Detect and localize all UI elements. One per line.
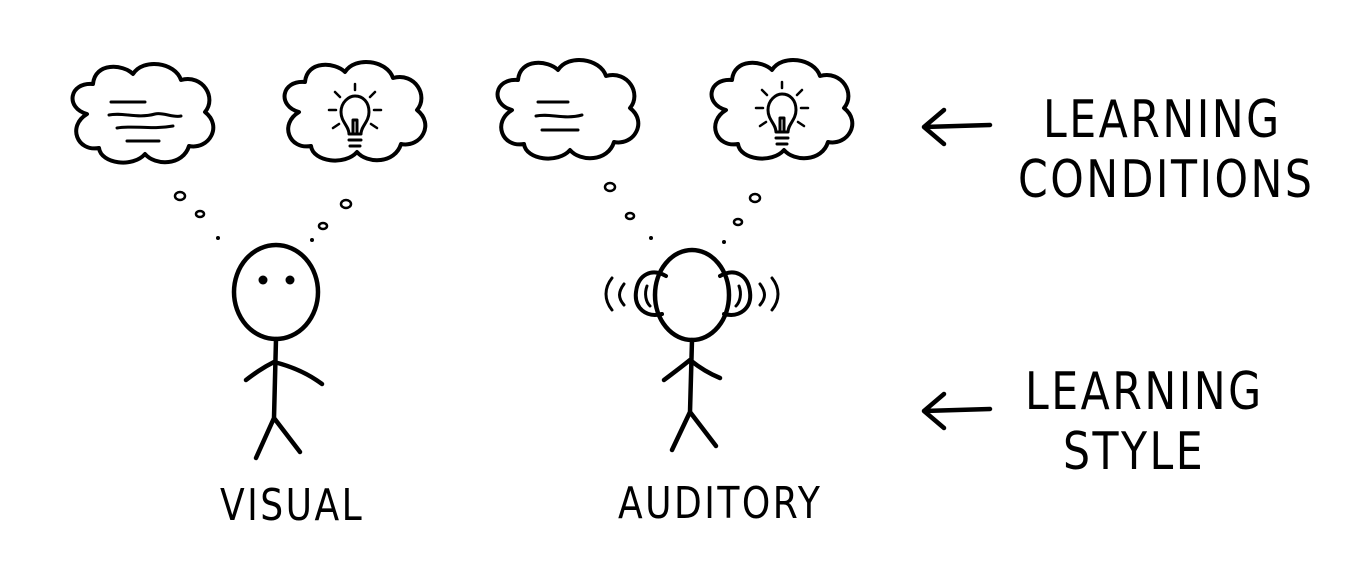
auditory-stick-figure	[604, 247, 780, 453]
auditory-lightbulb-bubble-icon	[709, 57, 855, 161]
left-ear-icon	[633, 270, 668, 317]
visual-stick-figure	[231, 242, 325, 461]
style-label-line2: STYLE	[1063, 422, 1206, 482]
left-arrow-icon	[921, 391, 993, 431]
auditory-text-bubble-icon	[495, 57, 641, 161]
conditions-label-line1: LEARNING	[1043, 90, 1282, 150]
conditions-label-line2: CONDITIONS	[1018, 150, 1315, 210]
sound-wave-icon	[604, 276, 780, 312]
auditory-thought-dots	[603, 181, 762, 244]
left-arrow-icon	[921, 107, 993, 147]
visual-thought-dots	[173, 190, 353, 242]
style-label-line1: LEARNING	[1025, 362, 1264, 422]
visual-lightbulb-bubble-icon	[282, 59, 428, 163]
right-ear-icon	[718, 270, 753, 317]
visual-figure-label: VISUAL	[220, 480, 365, 531]
right-eye-icon	[285, 275, 295, 285]
visual-text-bubble-icon	[70, 61, 216, 165]
left-eye-icon	[258, 275, 268, 285]
auditory-figure-label: AUDITORY	[618, 478, 823, 529]
